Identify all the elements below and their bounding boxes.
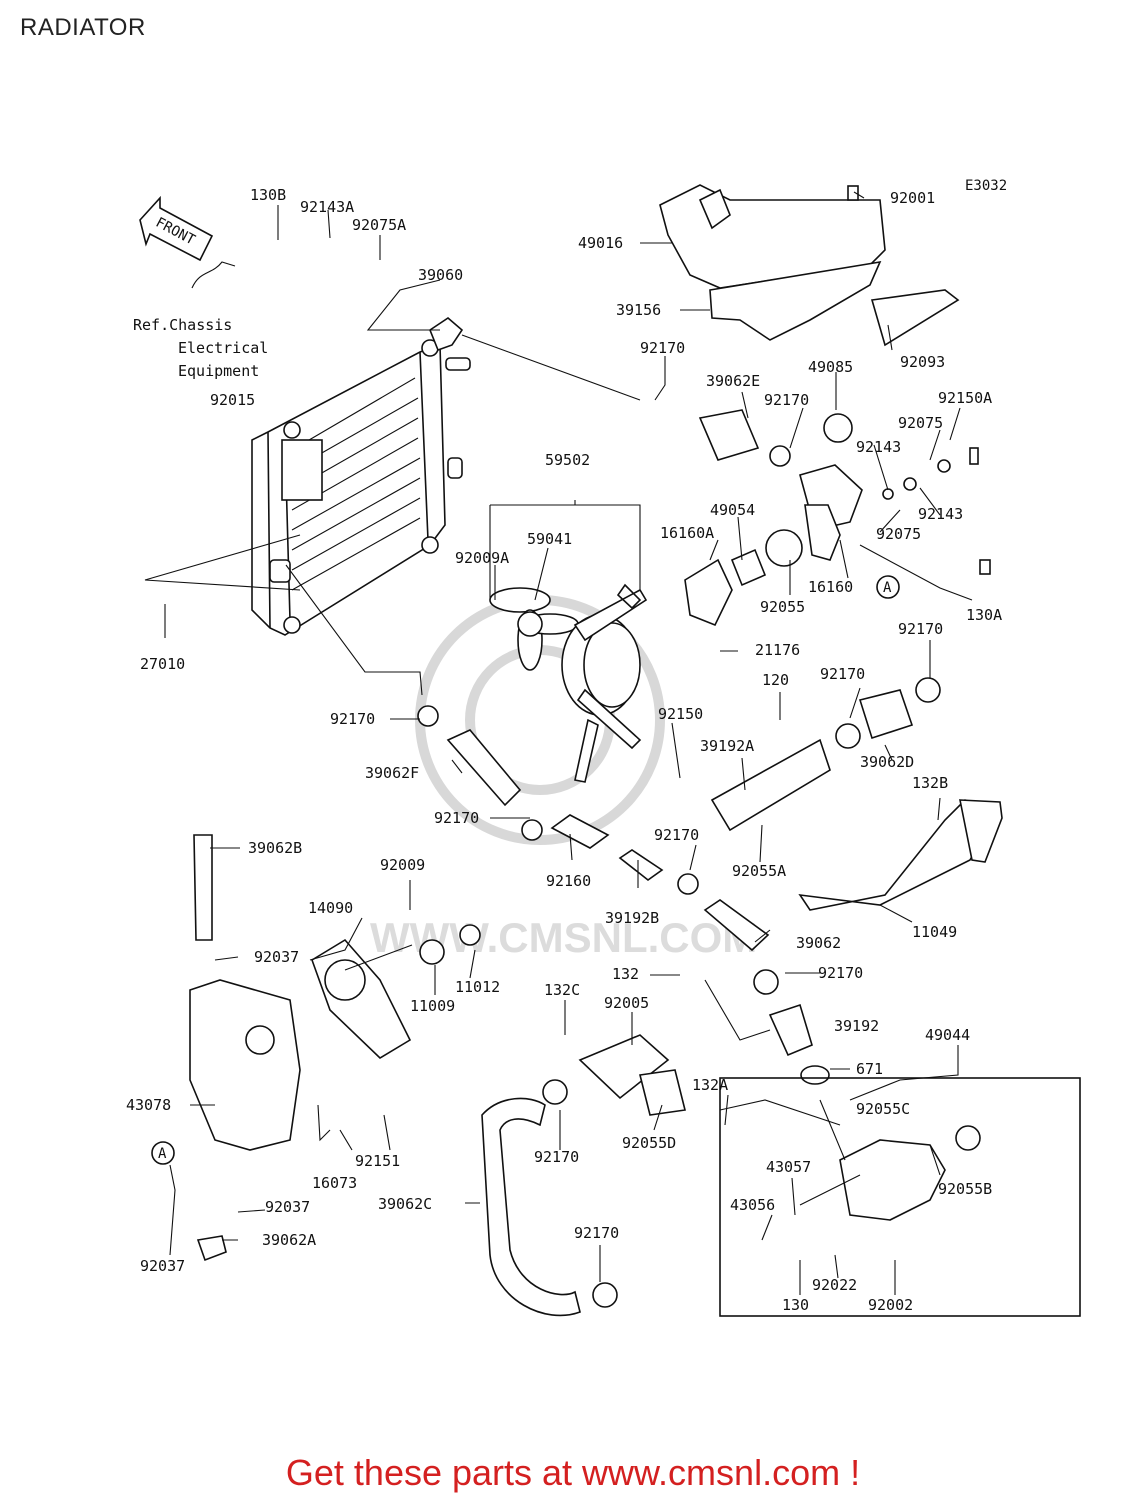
part-label: 49044 [925, 1026, 970, 1044]
part-label: 11012 [455, 978, 500, 996]
part-label: 59041 [527, 530, 572, 548]
part-label: 92151 [355, 1152, 400, 1170]
part-label: 92170 [820, 665, 865, 683]
part-label: 43057 [766, 1158, 811, 1176]
part-label: 92160 [546, 872, 591, 890]
part-label: 92002 [868, 1296, 913, 1314]
part-label: 92143A [300, 198, 354, 216]
part-label: 39062C [378, 1195, 432, 1213]
part-label: 132C [544, 981, 580, 999]
diagram-code: E3032 [965, 178, 1007, 194]
part-label: 39062 [796, 934, 841, 952]
part-label: 130B [250, 186, 286, 204]
part-label: 92143 [918, 505, 963, 523]
part-label: 92170 [574, 1224, 619, 1242]
part-label: 43078 [126, 1096, 171, 1114]
part-label: 132 [612, 965, 639, 983]
part-label: 21176 [755, 641, 800, 659]
part-label: 39062A [262, 1231, 316, 1249]
part-label: 11049 [912, 923, 957, 941]
part-label: 49016 [578, 234, 623, 252]
part-label: 92150 [658, 705, 703, 723]
circle-ref-a-1: A [883, 580, 892, 596]
part-label: 16160 [808, 578, 853, 596]
part-label: 49085 [808, 358, 853, 376]
radiator-cover-icon [659, 184, 960, 347]
part-label: 92055 [760, 598, 805, 616]
part-label: 132B [912, 774, 948, 792]
part-label: 92037 [140, 1257, 185, 1275]
part-label: 92055B [938, 1180, 992, 1198]
part-labels: 130B 92143A 92075A 39060 92001 49016 391… [126, 186, 1002, 1314]
coolant-hoses-icon [417, 677, 941, 995]
part-label: 92055A [732, 862, 786, 880]
part-label: 130 [782, 1296, 809, 1314]
part-label: 92009 [380, 856, 425, 874]
part-label: 92022 [812, 1276, 857, 1294]
fan-motor-icon [561, 583, 648, 783]
part-label: 92075 [876, 525, 921, 543]
circle-ref-a-2: A [158, 1146, 167, 1162]
part-label: 92170 [818, 964, 863, 982]
ref-line-3: Equipment [178, 362, 259, 380]
thermostat-housing-icon [684, 409, 991, 627]
part-label: 14090 [308, 899, 353, 917]
part-label: 92143 [856, 438, 901, 456]
part-label: 92055C [856, 1100, 910, 1118]
part-label: 92037 [265, 1198, 310, 1216]
part-label: 132A [692, 1076, 728, 1094]
part-label: 671 [856, 1060, 883, 1078]
part-label: 92075A [352, 216, 406, 234]
part-label: 39060 [418, 266, 463, 284]
part-label: 39062B [248, 839, 302, 857]
part-label: 130A [966, 606, 1002, 624]
part-label: 92009A [455, 549, 509, 567]
part-label: 39192 [834, 1017, 879, 1035]
part-label: 92170 [764, 391, 809, 409]
lower-hose-icon [196, 1079, 618, 1317]
radiator-core-icon[interactable] [251, 339, 446, 636]
part-label: 16073 [312, 1174, 357, 1192]
part-label: 39062E [706, 372, 760, 390]
part-label: 59502 [545, 451, 590, 469]
part-label: 92170 [330, 710, 375, 728]
footer-link[interactable]: Get these parts at www.cmsnl.com ! [285, 1452, 861, 1493]
part-label: 120 [762, 671, 789, 689]
radiator-inlet-pipe-icon [269, 316, 471, 583]
part-label: 92170 [898, 620, 943, 638]
part-label: 92001 [890, 189, 935, 207]
part-label: 92170 [434, 809, 479, 827]
part-label: 92170 [640, 339, 685, 357]
part-label: 92093 [900, 353, 945, 371]
fan-blade-icon [489, 587, 579, 671]
part-label: 92170 [654, 826, 699, 844]
part-label: 16160A [660, 524, 714, 542]
part-label: 39062F [365, 764, 419, 782]
ref-line-1: Ref.Chassis [133, 316, 232, 334]
part-label: 39156 [616, 301, 661, 319]
part-label: 92150A [938, 389, 992, 407]
circle-refs: A A [151, 575, 900, 1165]
part-label: 39192B [605, 909, 659, 927]
part-label: 39192A [700, 737, 754, 755]
part-label: 39062D [860, 753, 914, 771]
part-label: 92170 [534, 1148, 579, 1166]
part-label: 27010 [140, 655, 185, 673]
part-label: 92055D [622, 1134, 676, 1152]
part-label: 11009 [410, 997, 455, 1015]
part-label: 92005 [604, 994, 649, 1012]
water-pump-icon [578, 1003, 1081, 1317]
part-label: 92015 [210, 391, 255, 409]
reservoir-tank-icon [189, 834, 481, 1151]
part-label: 49054 [710, 501, 755, 519]
part-label: 43056 [730, 1196, 775, 1214]
front-arrow-icon: FRONT [139, 195, 236, 289]
part-label: 92075 [898, 414, 943, 432]
part-label: 92037 [254, 948, 299, 966]
page-title: RADIATOR [20, 14, 146, 41]
leader-lines [144, 191, 973, 1295]
bracket-icon [798, 799, 1003, 911]
ref-line-2: Electrical [178, 339, 268, 357]
